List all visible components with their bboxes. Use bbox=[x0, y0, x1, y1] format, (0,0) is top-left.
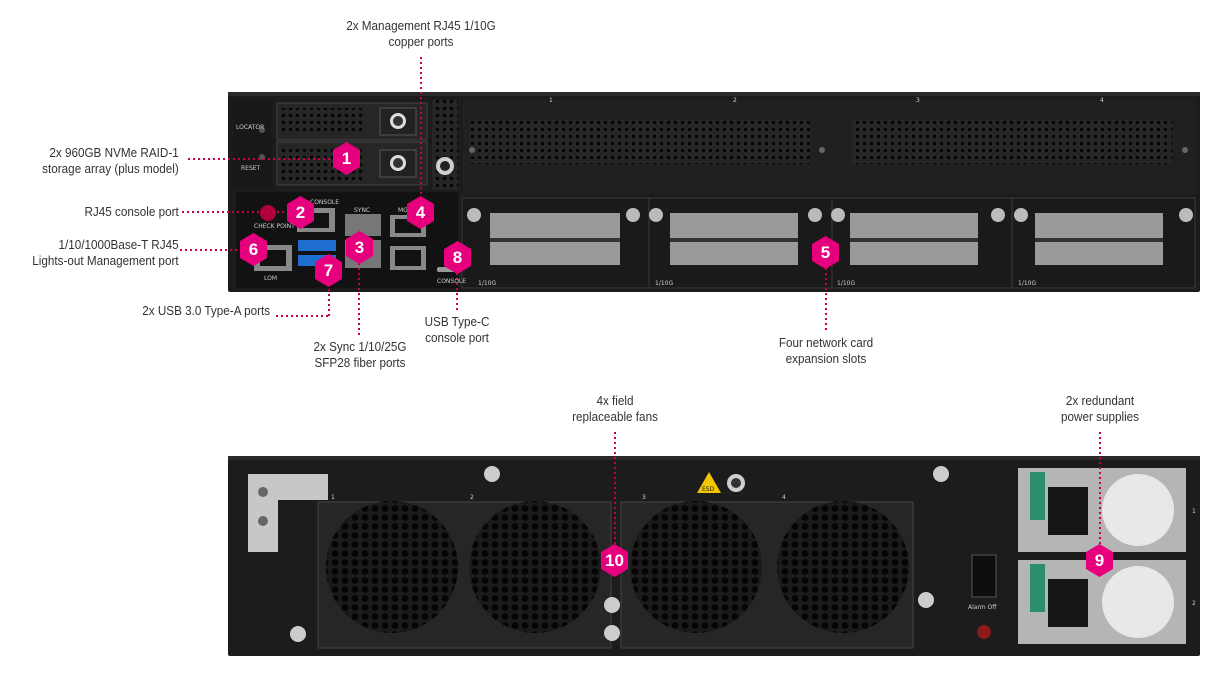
callout-rj45-console: RJ45 console port bbox=[84, 204, 179, 219]
usbc-port-label: CONSOLE bbox=[437, 278, 467, 285]
bay-label: 3 bbox=[916, 97, 920, 104]
psu-label: 1 bbox=[1192, 508, 1196, 515]
psu-label: 2 bbox=[1192, 600, 1196, 607]
console-port-label: CONSOLE bbox=[310, 199, 340, 206]
card-speed-label: 1/10G bbox=[655, 280, 674, 287]
badge-10: 10 bbox=[601, 544, 628, 577]
badge-6: 6 bbox=[240, 233, 267, 266]
badge-4: 4 bbox=[407, 196, 434, 229]
card-speed-label: 1/10G bbox=[478, 280, 497, 287]
bay-label: 4 bbox=[1100, 97, 1104, 104]
callout-usb: 2x USB 3.0 Type-A ports bbox=[142, 303, 270, 318]
fan-label: 3 bbox=[642, 494, 646, 501]
card-speed-label: 1/10G bbox=[837, 280, 856, 287]
lom-port-label: LOM bbox=[264, 275, 278, 282]
callout-expansion: Four network card expansion slots bbox=[778, 335, 874, 366]
bay-label: 2 bbox=[733, 97, 737, 104]
badge-7: 7 bbox=[315, 254, 342, 287]
callout-mgmt: 2x Management RJ45 1/10G copper ports bbox=[346, 18, 496, 49]
card-speed-label: 1/10G bbox=[1018, 280, 1037, 287]
network-card-slots bbox=[461, 197, 1196, 289]
locator-label: LOCATOR bbox=[236, 124, 265, 131]
badge-1: 1 bbox=[333, 142, 360, 175]
callout-storage: 2x 960GB NVMe RAID-1 storage array (plus… bbox=[42, 145, 179, 176]
callout-lom: 1/10/1000Base-T RJ45 Lights-out Manageme… bbox=[32, 237, 179, 268]
callout-fans: 4x field replaceable fans bbox=[572, 393, 658, 424]
logo-text: CHECK POINT bbox=[254, 223, 295, 230]
bay-label: 1 bbox=[549, 97, 553, 104]
sync-port-label: SYNC bbox=[354, 207, 371, 214]
badge-3: 3 bbox=[346, 231, 373, 264]
front-chassis bbox=[228, 92, 1200, 292]
reset-label: RESET bbox=[241, 165, 261, 172]
callout-usbc: USB Type-C console port bbox=[424, 314, 490, 345]
fan-label: 2 bbox=[470, 494, 474, 501]
leader-lines bbox=[180, 57, 1101, 545]
callout-sync: 2x Sync 1/10/25G SFP28 fiber ports bbox=[313, 339, 407, 370]
badge-9: 9 bbox=[1086, 544, 1113, 577]
fan-label: 4 bbox=[782, 494, 786, 501]
esd-label: ESD bbox=[702, 486, 715, 493]
callout-psu: 2x redundant power supplies bbox=[1060, 393, 1140, 424]
badge-5: 5 bbox=[812, 236, 839, 269]
fan-label: 1 bbox=[331, 494, 335, 501]
badge-2: 2 bbox=[287, 196, 314, 229]
alarm-off-label: Alarm Off bbox=[968, 604, 997, 611]
rear-chassis bbox=[228, 456, 1200, 656]
badge-8: 8 bbox=[444, 241, 471, 274]
